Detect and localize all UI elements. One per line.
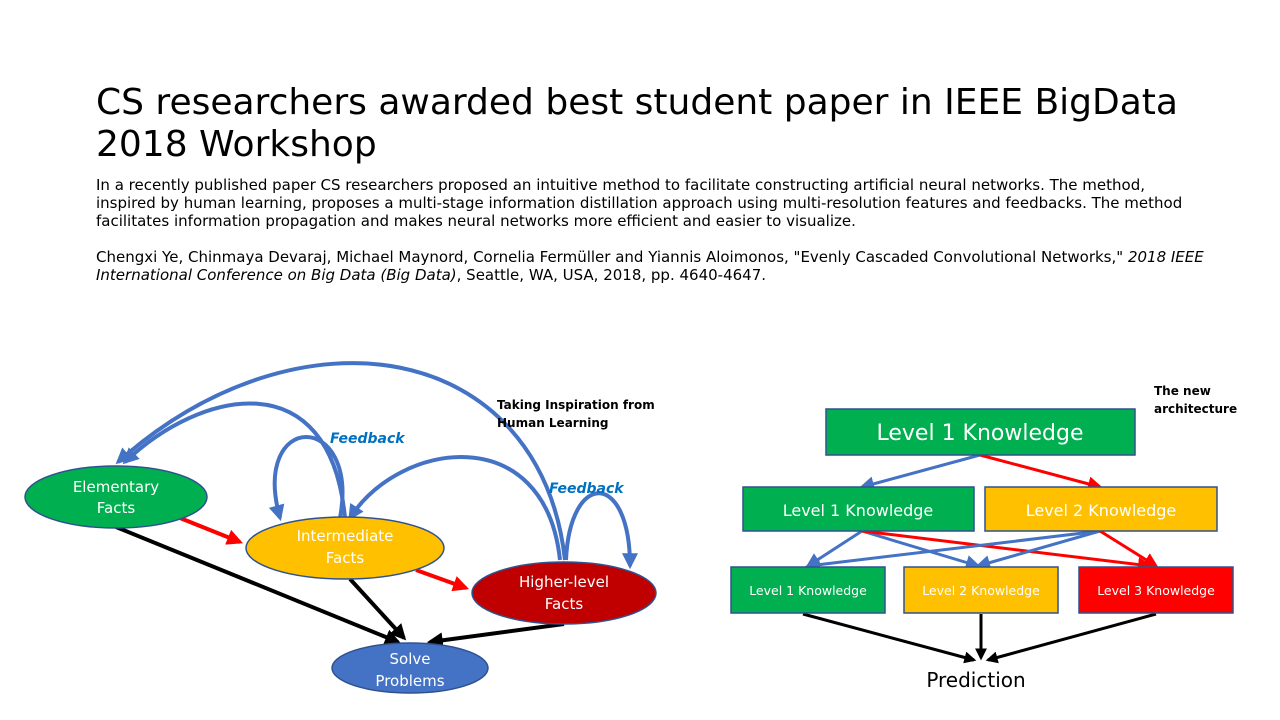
node-elementary-line1: Elementary bbox=[73, 478, 159, 496]
node-elementary-line2: Facts bbox=[97, 499, 136, 517]
row3-level2-box: Level 2 Knowledge bbox=[903, 566, 1059, 614]
link-row2b-to-row3b bbox=[975, 529, 1101, 570]
node-intermediate-line1: Intermediate bbox=[297, 527, 394, 545]
feedback-label-1: Feedback bbox=[330, 431, 406, 447]
node-elementary-facts: Elementary Facts bbox=[24, 465, 208, 529]
node-higher-level-facts: Higher-level Facts bbox=[471, 561, 657, 625]
left-diagram: Elementary Facts Intermediate Facts High… bbox=[24, 361, 657, 694]
top-level1-box: Level 1 Knowledge bbox=[825, 408, 1136, 456]
feedback-arrow-intermediate-self bbox=[268, 435, 345, 522]
feedback-arrow-intermediate-to-elementary bbox=[122, 401, 347, 519]
row3-label-2: Level 2 Knowledge bbox=[922, 583, 1040, 598]
row3-label-3: Level 3 Knowledge bbox=[1097, 583, 1215, 598]
link-row2b-to-row3c bbox=[1099, 529, 1159, 568]
arrow-higher-to-solve bbox=[426, 622, 565, 649]
link-row3c-to-prediction bbox=[985, 612, 1157, 664]
citation-authors-title: Chengxi Ye, Chinmaya Devaraj, Michael Ma… bbox=[96, 248, 1128, 266]
node-higher-line2: Facts bbox=[545, 595, 584, 613]
forward-arrow-elementary-to-intermediate bbox=[179, 516, 243, 545]
citation-details: , Seattle, WA, USA, 2018, pp. 4640-4647. bbox=[456, 266, 767, 284]
top-box-label: Level 1 Knowledge bbox=[877, 421, 1084, 446]
node-solve-line2: Problems bbox=[375, 672, 444, 690]
node-solve-problems: Solve Problems bbox=[331, 642, 489, 694]
link-row2a-to-row3b bbox=[861, 529, 981, 570]
row2-label-2: Level 2 Knowledge bbox=[1026, 501, 1177, 520]
right-caption-line2: architecture bbox=[1154, 402, 1237, 416]
node-intermediate-facts: Intermediate Facts bbox=[245, 516, 445, 580]
forward-arrow-intermediate-to-higher bbox=[415, 568, 470, 592]
citation-venue: 2018 IEEE International Conference on Bi… bbox=[96, 248, 1204, 284]
row3-label-1: Level 1 Knowledge bbox=[749, 583, 867, 598]
feedback-label-2: Feedback bbox=[549, 481, 625, 497]
row3-level1-box: Level 1 Knowledge bbox=[730, 566, 886, 614]
summary-paragraph: In a recently published paper CS researc… bbox=[96, 176, 1183, 230]
node-higher-line1: Higher-level bbox=[519, 573, 609, 591]
link-row3a-to-prediction bbox=[802, 612, 977, 664]
feedback-arrow-higher-to-intermediate bbox=[348, 455, 562, 561]
row2-label-1: Level 1 Knowledge bbox=[783, 501, 934, 520]
link-row2b-to-row3a bbox=[805, 529, 1101, 573]
row2-level2-box: Level 2 Knowledge bbox=[984, 486, 1218, 532]
row2-level1-box: Level 1 Knowledge bbox=[742, 486, 975, 532]
node-intermediate-line2: Facts bbox=[326, 549, 365, 567]
arrow-elementary-to-solve bbox=[115, 525, 401, 645]
link-top-to-row2-left bbox=[859, 453, 981, 492]
left-caption-line1: Taking Inspiration from bbox=[497, 398, 655, 412]
slide-title: CS researchers awarded best student pape… bbox=[96, 82, 1178, 165]
link-top-to-row2-right bbox=[979, 453, 1103, 492]
prediction-label: Prediction bbox=[926, 668, 1025, 692]
left-caption-line2: Human Learning bbox=[497, 416, 609, 430]
link-row2a-to-row3c bbox=[861, 529, 1153, 572]
row3-level3-box: Level 3 Knowledge bbox=[1078, 566, 1234, 614]
arrow-intermediate-to-solve bbox=[348, 577, 407, 641]
node-solve-line1: Solve bbox=[390, 650, 431, 668]
citation-paragraph: Chengxi Ye, Chinmaya Devaraj, Michael Ma… bbox=[96, 248, 1206, 284]
right-diagram: The new architecture Level 1 Knowledge L… bbox=[730, 384, 1237, 692]
right-caption-line1: The new bbox=[1154, 384, 1211, 398]
feedback-arrow-higher-self bbox=[564, 491, 638, 570]
feedback-arrow-higher-to-elementary bbox=[115, 361, 567, 561]
